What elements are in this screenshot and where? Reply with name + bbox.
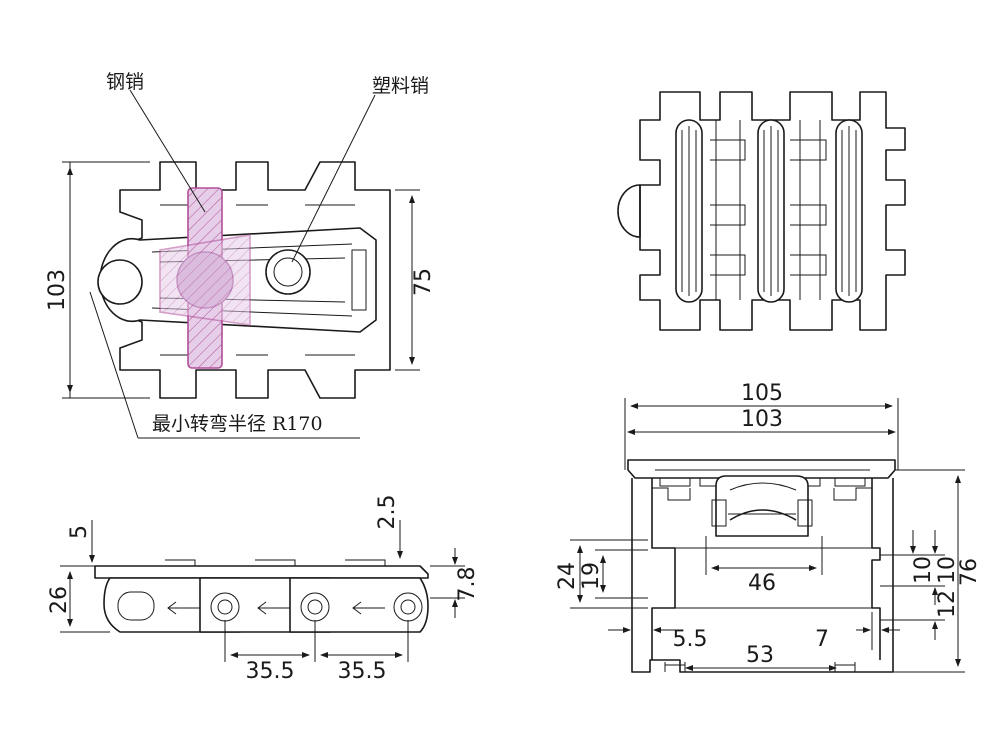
label-min-turn-radius: 最小转弯半径 R170 [152, 413, 323, 435]
dim-7-8: 7.8 [455, 567, 480, 602]
label-steel-pin: 钢销 [106, 71, 144, 93]
dim-5: 5 [67, 525, 92, 539]
dim-7: 7 [815, 627, 829, 652]
dim-103-left: 103 [45, 269, 70, 311]
cross-section: 105 103 24 19 46 [555, 381, 982, 673]
dim-2-5: 2.5 [375, 495, 400, 530]
dim-103-right: 103 [741, 407, 783, 432]
dim-19: 19 [579, 562, 604, 590]
dim-5-5: 5.5 [673, 627, 708, 652]
plan-view-right [617, 91, 906, 331]
dim-46: 46 [748, 571, 776, 596]
dim-12: 12 [935, 590, 960, 618]
dim-10-a: 10 [911, 556, 936, 584]
dim-pitch-1: 35.5 [246, 659, 295, 684]
dim-24: 24 [555, 562, 580, 590]
side-view: 5 26 2.5 7.8 35.5 35.5 [47, 495, 480, 685]
dim-53: 53 [746, 643, 774, 668]
dim-pitch-2: 35.5 [338, 659, 387, 684]
dim-105: 105 [741, 381, 783, 406]
dim-75: 75 [411, 268, 436, 296]
dim-10-b: 10 [935, 556, 960, 584]
plan-view-left: 103 75 钢销 塑料销 最小转弯半径 R170 [45, 71, 436, 439]
dim-76: 76 [957, 558, 982, 586]
dim-26: 26 [47, 586, 72, 614]
label-plastic-pin: 塑料销 [372, 75, 429, 97]
